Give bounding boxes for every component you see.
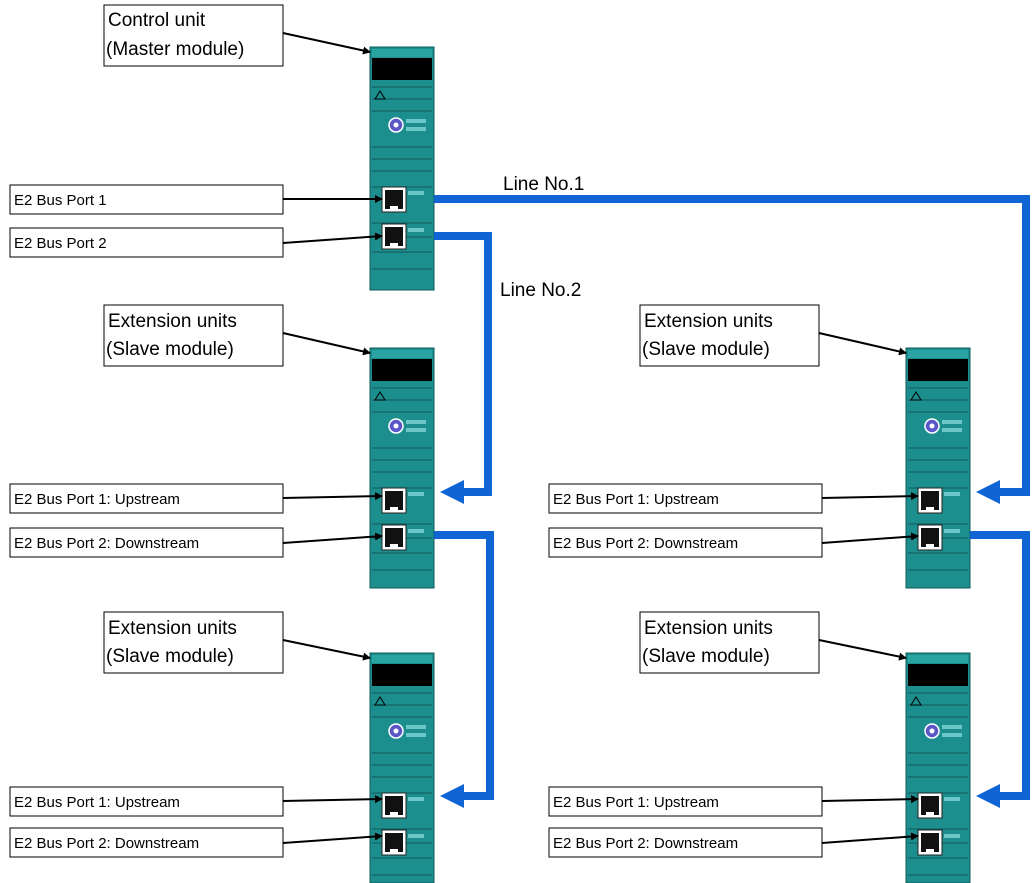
- line-2-downstream-path: [434, 531, 494, 800]
- line-1-label: Line No.1: [503, 174, 584, 195]
- ethernet-port-1-icon: [917, 487, 943, 514]
- control-unit-title-line2: (Master module): [106, 39, 244, 60]
- upstream-port-label: E2 Bus Port 1: Upstream: [14, 491, 180, 508]
- module-display: [372, 359, 432, 381]
- modules-layer: [369, 46, 971, 883]
- extension-unit-leader-line: [818, 332, 907, 356]
- upstream-port-leader-line: [821, 492, 919, 501]
- ethernet-port-2-icon: [917, 829, 943, 856]
- ethernet-port-2-icon: [381, 524, 407, 551]
- line-2-path: [434, 232, 492, 496]
- extension-unit-title-box: [103, 304, 284, 367]
- extension-unit-title-line2: (Slave module): [642, 646, 770, 667]
- control-port2-leader-line: [282, 232, 383, 244]
- downstream-port-leader-line: [821, 532, 919, 544]
- extension-unit-3-module: [905, 347, 971, 589]
- module-display: [908, 664, 968, 686]
- downstream-port-box: [9, 527, 284, 558]
- ethernet-port-2-icon: [381, 829, 407, 856]
- downstream-port-leader-line: [821, 832, 919, 844]
- warning-icon: [374, 90, 386, 100]
- extension-unit-leader-line: [818, 639, 907, 661]
- control-unit-title-line1: Control unit: [108, 10, 206, 31]
- control-unit-callout: Control unit (Master module) E2 Bus Port…: [9, 4, 383, 258]
- upstream-port-label: E2 Bus Port 1: Upstream: [14, 794, 180, 811]
- line-1-arrow-head-icon: [976, 480, 1000, 504]
- module-display: [372, 58, 432, 80]
- ethernet-port-1-icon: [381, 792, 407, 819]
- extension-unit-1-module: [369, 347, 435, 589]
- extension-unit-1-callout: Extension units (Slave module) E2 Bus Port…: [9, 304, 383, 558]
- extension-unit-title-line2: (Slave module): [642, 339, 770, 360]
- extension-unit-leader-line: [282, 639, 371, 661]
- extension-unit-4-callout: Extension units (Slave module) E2 Bus Port…: [548, 611, 919, 858]
- downstream-port-label: E2 Bus Port 2: Downstream: [14, 535, 199, 552]
- upstream-port-box: [9, 483, 284, 514]
- extension-unit-leader-line: [282, 332, 371, 356]
- extension-unit-title-box: [103, 611, 284, 674]
- downstream-port-label: E2 Bus Port 2: Downstream: [553, 535, 738, 552]
- extension-unit-4-module: [905, 652, 971, 883]
- ethernet-port-1-icon: [917, 792, 943, 819]
- downstream-port-label: E2 Bus Port 2: Downstream: [553, 835, 738, 852]
- ethernet-port-1-icon: [381, 186, 407, 213]
- module-display: [372, 664, 432, 686]
- upstream-port-box: [548, 786, 823, 817]
- ethernet-port-2-icon: [381, 223, 407, 250]
- warning-icon: [910, 391, 922, 401]
- upstream-port-box: [548, 483, 823, 514]
- extension-unit-title-line2: (Slave module): [106, 339, 234, 360]
- extension-unit-title-line1: Extension units: [108, 311, 237, 332]
- control-unit-leader-line: [282, 32, 371, 55]
- control-port2-label: E2 Bus Port 2: [14, 235, 107, 252]
- line-2-label: Line No.2: [500, 280, 581, 301]
- upstream-port-label: E2 Bus Port 1: Upstream: [553, 794, 719, 811]
- upstream-port-leader-line: [282, 492, 383, 501]
- line-2-arrow-head-icon: [440, 480, 464, 504]
- downstream-port-box: [548, 827, 823, 858]
- extension-unit-title-box: [639, 304, 820, 367]
- extension-unit-2-callout: Extension units (Slave module) E2 Bus Port…: [9, 611, 383, 858]
- line-1-downstream-path: [970, 531, 1030, 800]
- line-1-path: [434, 195, 1030, 496]
- control-unit-module: [369, 46, 435, 291]
- upstream-port-box: [9, 786, 284, 817]
- downstream-port-leader-line: [282, 832, 383, 844]
- upstream-port-leader-line: [821, 795, 919, 804]
- extension-unit-title-line1: Extension units: [108, 618, 237, 639]
- downstream-port-box: [548, 527, 823, 558]
- ethernet-port-2-icon: [917, 524, 943, 551]
- warning-icon: [374, 696, 386, 706]
- extension-unit-title-line1: Extension units: [644, 618, 773, 639]
- upstream-port-label: E2 Bus Port 1: Upstream: [553, 491, 719, 508]
- extension-unit-2-module: [369, 652, 435, 883]
- downstream-port-leader-line: [282, 532, 383, 544]
- control-port2-box: [9, 227, 284, 258]
- extension-unit-title-line2: (Slave module): [106, 646, 234, 667]
- ethernet-port-1-icon: [381, 487, 407, 514]
- extension-units-callouts: Extension units (Slave module) E2 Bus Port…: [9, 304, 919, 858]
- control-port1-box: [9, 184, 284, 215]
- connections-layer: Line No.1 Line No.2: [434, 174, 1030, 808]
- downstream-port-label: E2 Bus Port 2: Downstream: [14, 835, 199, 852]
- line-2-downstream-arrow-head-icon: [440, 784, 464, 808]
- extension-unit-title-line1: Extension units: [644, 311, 773, 332]
- module-display: [908, 359, 968, 381]
- line-1-downstream-arrow-head-icon: [976, 784, 1000, 808]
- extension-unit-title-box: [639, 611, 820, 674]
- control-unit-title-box: [103, 4, 284, 67]
- upstream-port-leader-line: [282, 795, 383, 804]
- extension-unit-3-callout: Extension units (Slave module) E2 Bus Port…: [548, 304, 919, 558]
- control-port1-label: E2 Bus Port 1: [14, 192, 107, 209]
- warning-icon: [374, 391, 386, 401]
- warning-icon: [910, 696, 922, 706]
- downstream-port-box: [9, 827, 284, 858]
